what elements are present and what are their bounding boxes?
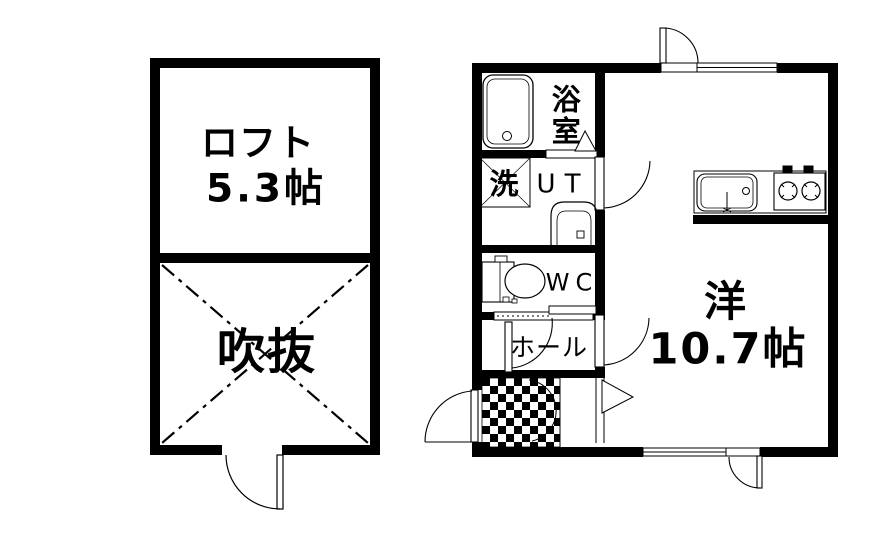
top-window-icon — [660, 62, 778, 73]
vanity-sink-icon — [550, 201, 598, 247]
toilet-icon — [481, 255, 546, 304]
bathtub-icon — [482, 74, 534, 149]
kitchen-sink-icon — [696, 173, 758, 213]
loft-label: ロフト — [201, 121, 315, 165]
utility-label: UT — [536, 169, 590, 200]
entrance-opening-icon — [595, 377, 635, 443]
left-unit-walls — [150, 58, 380, 455]
stove-icon — [773, 165, 826, 211]
western-room-label: 洋 — [703, 276, 747, 326]
bottom-window-icon — [642, 447, 761, 457]
entrance-tile-icon — [481, 377, 561, 448]
loft-size-label: 5.3帖 — [205, 166, 327, 212]
utility-door-icon — [594, 156, 651, 211]
hall-label: ホール — [509, 332, 589, 362]
void-door-icon — [225, 454, 284, 510]
washer-pan-icon — [479, 157, 531, 208]
western-room-size-label: 10.7帖 — [648, 324, 808, 375]
laundry-label: 洗 — [489, 166, 519, 201]
top-door-icon — [659, 27, 699, 64]
hall-door-icon — [504, 314, 650, 373]
bathroom-label: 浴室 — [547, 84, 582, 148]
right-unit-walls — [472, 63, 838, 457]
bottom-door-icon — [728, 455, 763, 489]
void-label: 吹抜 — [216, 323, 318, 380]
wc-sliding-door-icon — [493, 305, 597, 321]
wc-label: WC — [545, 268, 599, 297]
bathroom-door-icon — [545, 129, 598, 159]
kitchen-counter-icon — [693, 165, 833, 224]
front-door-icon — [424, 389, 479, 443]
void-x-brace-icon — [161, 264, 369, 444]
